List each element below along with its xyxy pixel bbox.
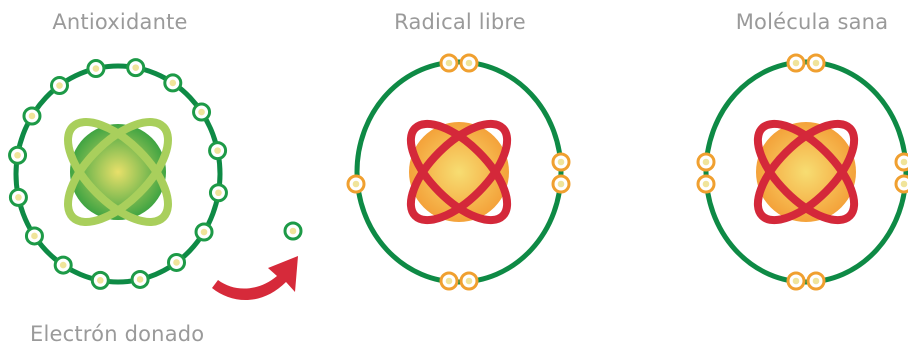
electron-core (215, 189, 222, 196)
electron-icon (285, 223, 301, 239)
electron-icon (285, 223, 301, 239)
electron-icon (24, 108, 40, 124)
electron-core (290, 228, 297, 235)
electron-core (558, 181, 565, 188)
electron-icon (194, 104, 210, 120)
electron-core (214, 147, 221, 154)
electron-core (793, 278, 800, 285)
electron-icon (165, 75, 181, 91)
electron-core (15, 194, 22, 201)
electron-core (93, 65, 100, 72)
electron-icon (92, 272, 108, 288)
electron-icon (698, 154, 714, 170)
electron-core (558, 159, 565, 166)
electron-icon (461, 55, 477, 71)
electron-core (353, 181, 360, 188)
electron-icon (348, 176, 364, 192)
electron-icon (26, 228, 42, 244)
electron-icon (441, 273, 457, 289)
electron-icon (788, 273, 804, 289)
electron-icon (51, 78, 67, 94)
electron-icon (896, 154, 908, 170)
electron-icon (461, 273, 477, 289)
electron-core (132, 64, 139, 71)
electron-core (97, 277, 104, 284)
electron-core (29, 113, 36, 120)
electron-icon (788, 55, 804, 71)
electron-icon (441, 55, 457, 71)
electron-core (170, 80, 177, 87)
electron-icon (553, 154, 569, 170)
electron-core (793, 60, 800, 67)
electron-icon (698, 176, 714, 192)
electron-icon (808, 273, 824, 289)
free-radical-atom-icon (348, 55, 569, 289)
electron-core (14, 152, 21, 159)
electron-core (198, 109, 205, 116)
electron-icon (808, 55, 824, 71)
electron-core (813, 278, 820, 285)
electron-core (31, 233, 38, 240)
electron-core (901, 181, 908, 188)
electron-core (173, 259, 180, 266)
electron-icon (55, 257, 71, 273)
electron-core (201, 229, 208, 236)
curved-arrow-icon (212, 256, 298, 300)
electron-icon (169, 254, 185, 270)
electron-core (446, 278, 453, 285)
antioxidant-atom-icon (10, 60, 227, 289)
electron-icon (210, 143, 226, 159)
electron-core (703, 159, 710, 166)
electron-icon (10, 147, 26, 163)
electron-core (466, 60, 473, 67)
electron-icon (196, 224, 212, 240)
donation-group (212, 223, 301, 300)
nucleus (70, 124, 166, 220)
electron-core (703, 181, 710, 188)
electron-icon (10, 189, 26, 205)
electron-icon (88, 61, 104, 77)
electron-core (466, 278, 473, 285)
electron-core (60, 262, 67, 269)
electron-icon (896, 176, 908, 192)
electron-icon (132, 271, 148, 287)
electron-icon (128, 60, 144, 76)
electron-icon (553, 176, 569, 192)
electron-core (901, 159, 908, 166)
electron-core (137, 276, 144, 283)
healthy-molecule-atom-icon (698, 55, 908, 289)
electron-core (56, 82, 63, 89)
electron-core (813, 60, 820, 67)
electron-core (446, 60, 453, 67)
electron-icon (210, 185, 226, 201)
